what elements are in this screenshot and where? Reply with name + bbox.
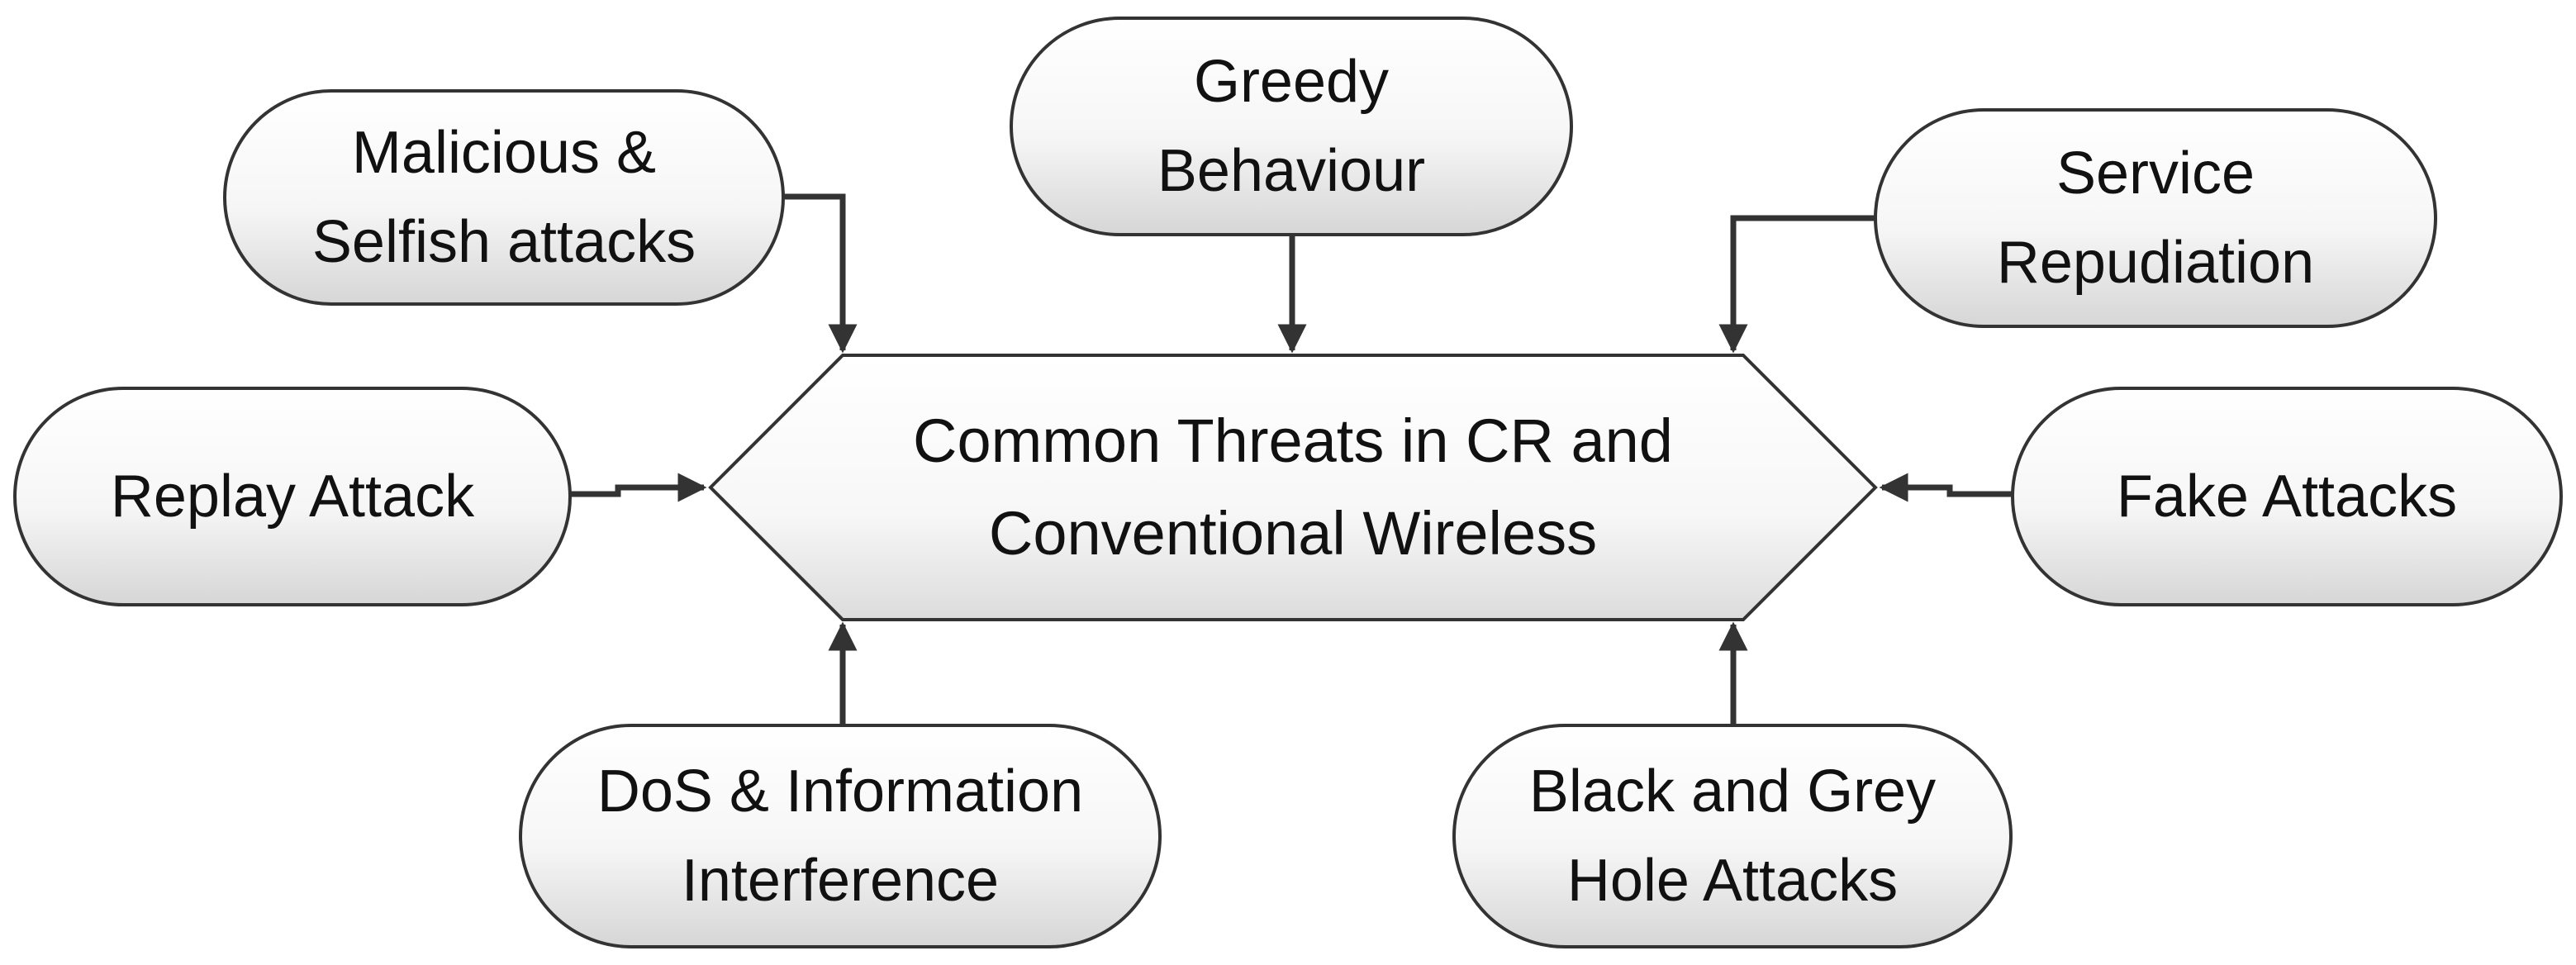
threat-black-grey-hole: Black and Grey Hole Attacks — [1528, 758, 1937, 914]
arrow-replay-to-center — [570, 473, 707, 502]
arrow-malicious-to-center — [783, 193, 858, 354]
center-hexagon-shape — [708, 354, 1878, 621]
arrow-fake-to-center — [1879, 473, 2013, 502]
arrow-service-to-center — [1718, 215, 1875, 354]
threat-replay-attack: Replay Attack — [110, 463, 475, 530]
threat-service-repudiation: Service Repudiation — [1996, 140, 2315, 296]
threat-fake-attacks: Fake Attacks — [2116, 463, 2458, 530]
center-label: Common Threats in CR and Conventional Wi… — [913, 406, 1673, 568]
threat-malicious-selfish: Malicious & Selfish attacks — [311, 120, 696, 275]
threat-greedy-behaviour: Greedy Behaviour — [1157, 49, 1426, 204]
threat-dos-information: DoS & Information Interference — [596, 758, 1084, 914]
